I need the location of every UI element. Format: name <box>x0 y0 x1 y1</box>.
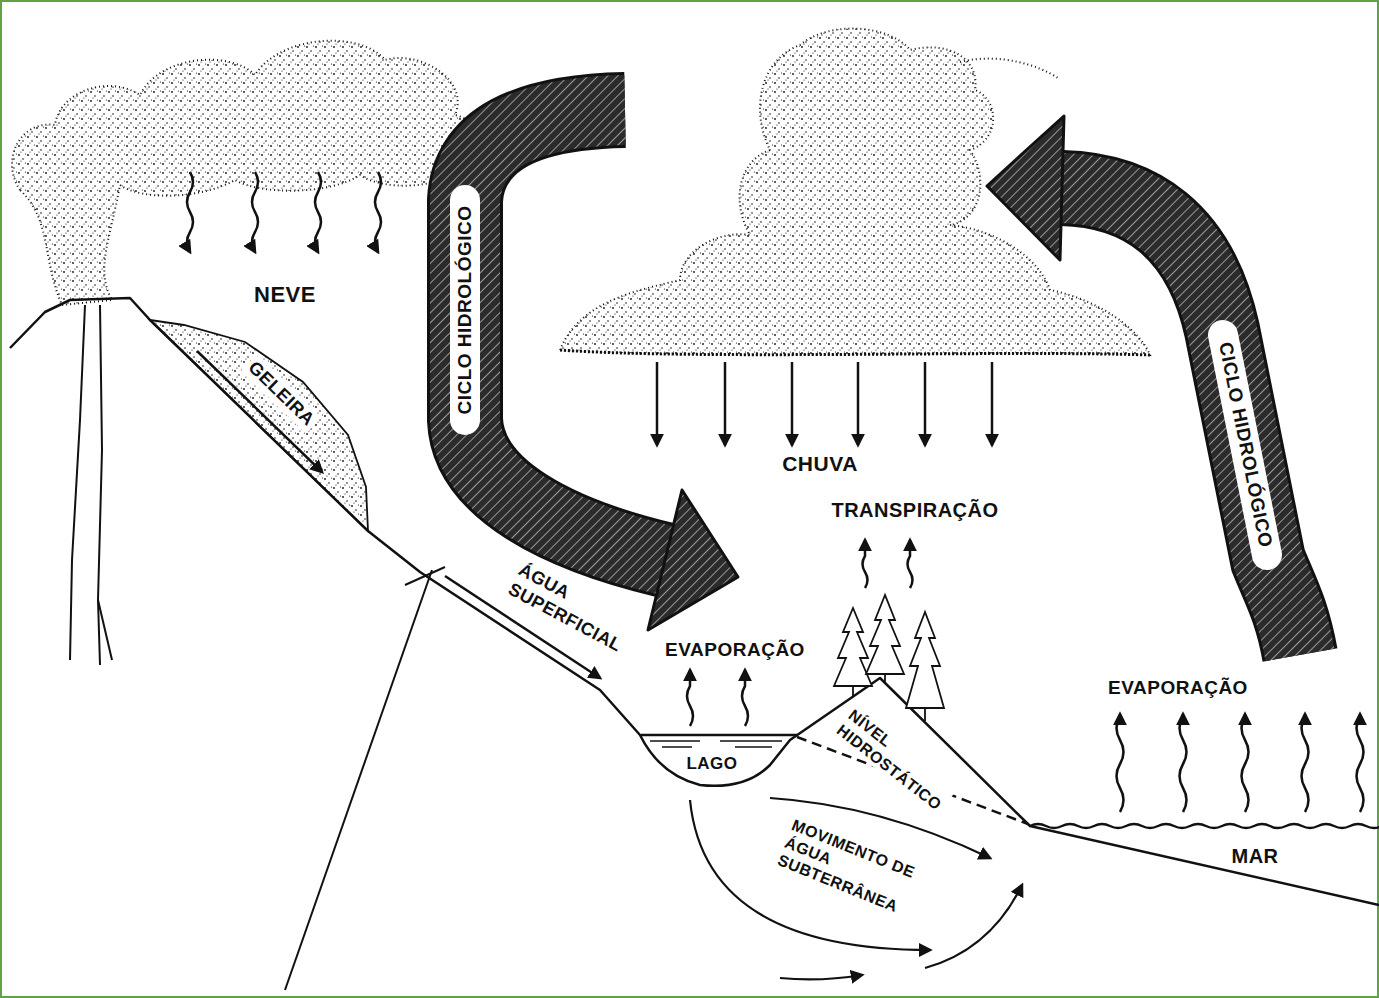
label-text: NÍVEL HIDROSTÁTICO <box>830 704 959 817</box>
label-holder: CICLO HIDROLÓGICO <box>1213 337 1277 552</box>
label-holder: MOVIMENTO DE ÁGUA SUBTERRÂNEA <box>772 814 938 926</box>
label-text: EVAPORAÇÃO <box>1105 677 1251 700</box>
label-holder: NÍVEL HIDROSTÁTICO <box>830 704 959 817</box>
label-holder: TRANSPIRAÇÃO <box>828 498 1001 522</box>
label-holder: GELEIRA <box>241 355 320 433</box>
label-text: NEVE <box>251 282 319 308</box>
evaporation-arrows <box>1117 714 1364 812</box>
rain-arrows <box>657 362 992 445</box>
glacier <box>150 320 368 531</box>
label-text: EVAPORAÇÃO <box>662 639 808 662</box>
cycle-arrow <box>987 116 1300 655</box>
label-holder: LAGO <box>683 754 740 774</box>
label-holder: EVAPORAÇÃO <box>662 639 808 662</box>
label-holder: MAR <box>1228 844 1281 868</box>
sea <box>1030 824 1379 828</box>
groundwater-arrows <box>690 798 1022 979</box>
label-text: ÁGUA SUPERFICIAL <box>502 558 638 658</box>
label-text: MAR <box>1228 844 1281 868</box>
evaporation-arrows <box>687 670 748 726</box>
trees <box>834 595 944 721</box>
label-holder: NEVE <box>251 282 319 308</box>
label-text: LAGO <box>683 754 740 774</box>
snow-arrows <box>187 172 381 252</box>
label-holder: CHUVA <box>779 451 861 476</box>
lake <box>641 735 797 747</box>
cycle-arrow <box>465 110 738 630</box>
label-text: CICLO HIDROLÓGICO <box>454 202 477 417</box>
label-text: TRANSPIRAÇÃO <box>828 498 1001 522</box>
label-holder: CICLO HIDROLÓGICO <box>454 202 477 417</box>
label-text: CHUVA <box>779 451 861 476</box>
label-holder: EVAPORAÇÃO <box>1105 677 1251 700</box>
label-text: GELEIRA <box>241 355 320 433</box>
label-holder: ÁGUA SUPERFICIAL <box>502 558 638 658</box>
label-text: MOVIMENTO DE ÁGUA SUBTERRÂNEA <box>772 814 938 926</box>
transpiration-arrows <box>863 540 913 588</box>
terrain <box>10 298 1379 990</box>
label-text: CICLO HIDROLÓGICO <box>1213 337 1277 552</box>
